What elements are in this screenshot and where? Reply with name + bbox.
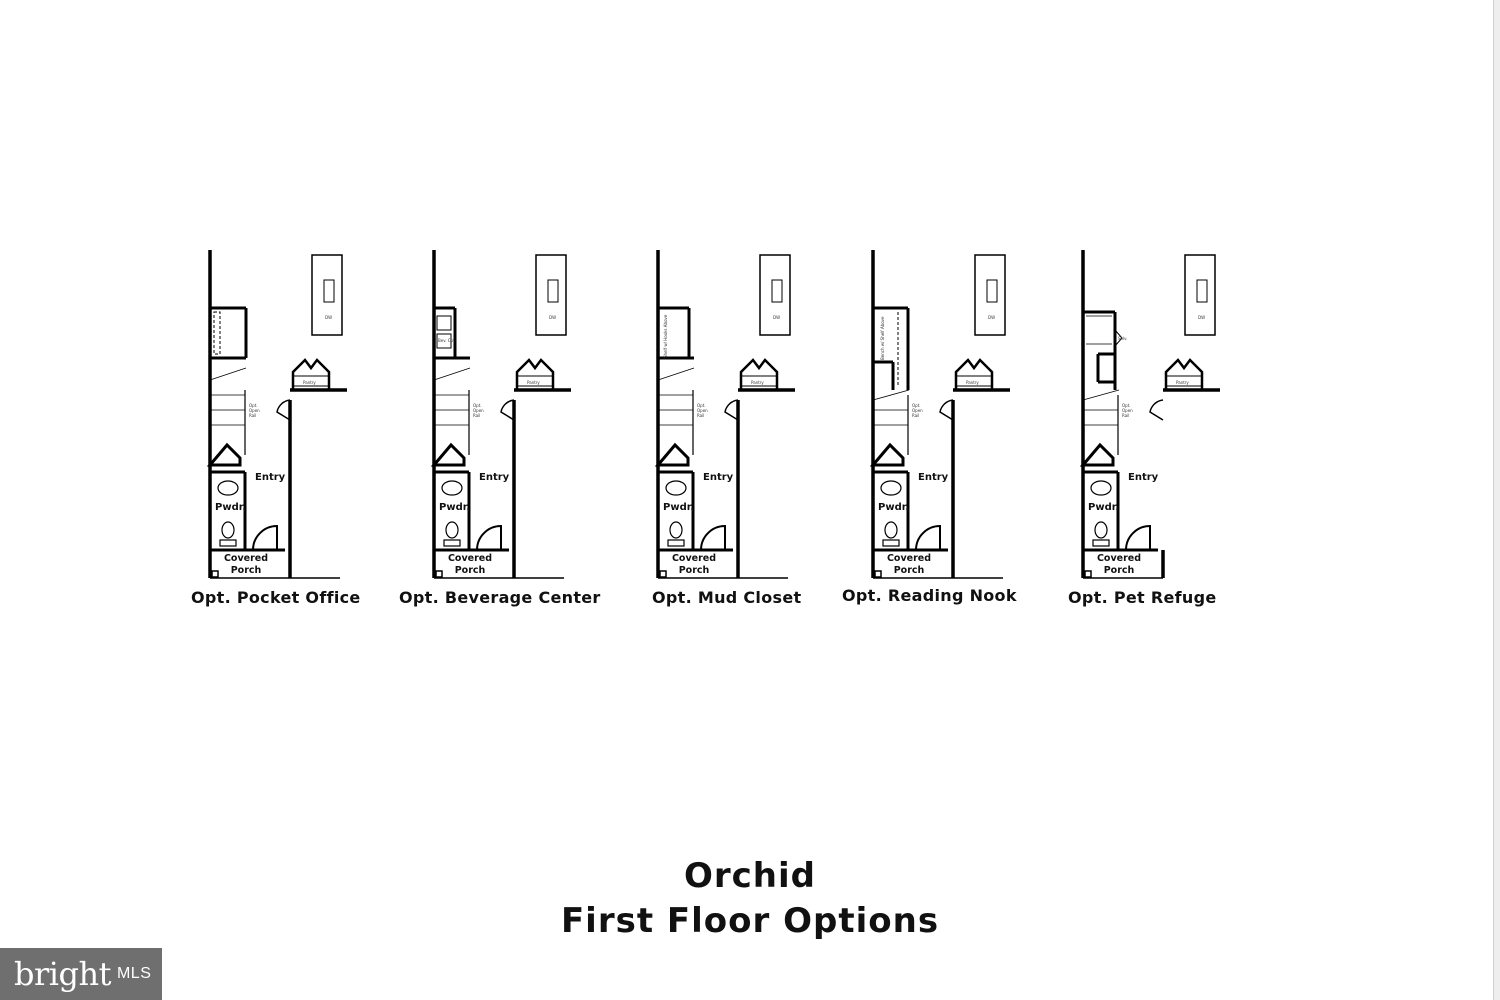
label-entry: Entry — [918, 472, 949, 483]
page-right-edge — [1493, 0, 1500, 1000]
label-stair-note: Opt. Open Rail — [697, 403, 708, 418]
floor-plan-reading-nook: Bench w/ Shelf Above Entry Pwdr. Covered… — [868, 250, 1028, 580]
label-powder: Pwdr. — [1088, 502, 1120, 513]
label-stair-note: Opt. Open Rail — [473, 403, 484, 418]
label-pantry: Pantry — [303, 380, 316, 385]
label-entry: Entry — [703, 472, 734, 483]
floor-plan-pocket-office: Entry Pwdr. Covered Porch Pantry Opt. Op… — [205, 250, 365, 580]
label-powder: Pwdr. — [215, 502, 247, 513]
label-porch-line2: Porch — [678, 565, 710, 576]
label-porch-line2: Porch — [1103, 565, 1135, 576]
caption-mud-closet: Opt. Mud Closet — [652, 588, 802, 607]
label-entry: Entry — [255, 472, 286, 483]
floor-plan-drawing — [430, 250, 571, 579]
label-porch-line2: Porch — [230, 565, 262, 576]
floor-plan-beverage-center: Bev. Ctr. Entry Pwdr. Covered Porch Pant… — [429, 250, 589, 580]
floor-plan-mud-closet: Shelf w/ Hooks Above Entry Pwdr. Covered… — [653, 250, 813, 580]
floor-plan-drawing — [654, 250, 795, 579]
watermark-brand: bright — [14, 955, 111, 993]
label-option-note: Bench w/ Shelf Above — [880, 316, 885, 360]
label-porch-line1: Covered — [223, 553, 269, 564]
caption-pet-refuge: Opt. Pet Refuge — [1068, 588, 1217, 607]
label-powder: Pwdr. — [878, 502, 910, 513]
label-option-note: Shelf w/ Hooks Above — [663, 314, 668, 358]
caption-reading-nook: Opt. Reading Nook — [842, 586, 1017, 605]
label-dishwasher: DW — [325, 315, 333, 320]
label-porch-line1: Covered — [671, 553, 717, 564]
label-entry: Entry — [1128, 472, 1159, 483]
label-dishwasher: DW — [773, 315, 781, 320]
label-powder: Pwdr. — [663, 502, 695, 513]
label-powder: Pwdr. — [439, 502, 471, 513]
label-pantry: Pantry — [751, 380, 764, 385]
label-stair-note: Opt. Open Rail — [1122, 403, 1133, 418]
label-dishwasher: DW — [549, 315, 557, 320]
plan-subtitle: First Floor Options — [560, 901, 940, 941]
floor-plan-pet-refuge: Shlv. Entry Pwdr. Covered Porch Pantry O… — [1078, 250, 1238, 580]
label-porch-line1: Covered — [886, 553, 932, 564]
label-entry: Entry — [479, 472, 510, 483]
label-porch-line1: Covered — [1096, 553, 1142, 564]
label-dishwasher: DW — [1198, 315, 1206, 320]
watermark-suffix: MLS — [116, 965, 152, 982]
label-porch-line2: Porch — [893, 565, 925, 576]
caption-beverage-center: Opt. Beverage Center — [399, 588, 601, 607]
bright-mls-watermark: bright MLS — [0, 948, 162, 1000]
label-option-note: Bev. Ctr. — [438, 338, 455, 343]
label-stair-note: Opt. Open Rail — [249, 403, 260, 418]
label-pantry: Pantry — [527, 380, 540, 385]
floor-plan-drawing — [869, 250, 1010, 579]
label-stair-note: Opt. Open Rail — [912, 403, 923, 418]
label-dishwasher: DW — [988, 315, 996, 320]
plan-title: Orchid — [683, 856, 817, 896]
floor-plan-drawing — [1079, 250, 1220, 579]
label-pantry: Pantry — [1176, 380, 1189, 385]
floor-plan-drawing — [206, 250, 347, 579]
label-option-note: Shlv. — [1118, 336, 1128, 341]
label-pantry: Pantry — [966, 380, 979, 385]
label-porch-line2: Porch — [454, 565, 486, 576]
label-porch-line1: Covered — [447, 553, 493, 564]
caption-pocket-office: Opt. Pocket Office — [191, 588, 361, 607]
